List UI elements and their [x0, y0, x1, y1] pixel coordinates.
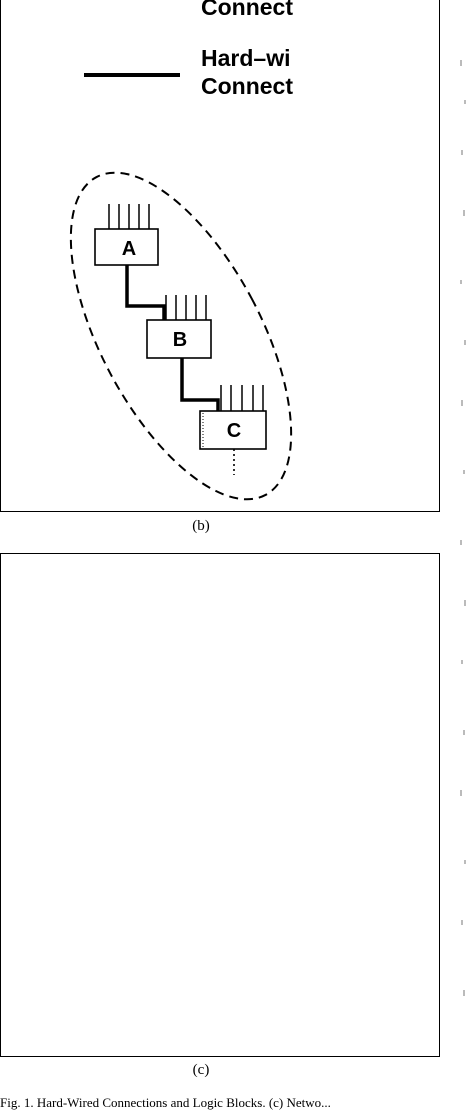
hard-wire-a-b: [125, 265, 166, 320]
legend-label: Connect: [201, 0, 293, 20]
figure-panel-b: Connect Hard–wi Connect A B: [0, 0, 440, 512]
logic-block-a: A: [94, 204, 159, 266]
block-label-b: B: [173, 329, 187, 351]
legend-label: Hard–wi: [201, 45, 291, 71]
logic-block-c: C: [199, 385, 267, 475]
legend-entry-top: Connect: [201, 0, 306, 25]
block-label-c: C: [227, 420, 241, 442]
figure-caption: Fig. 1. Hard-Wired Connections and Logic…: [0, 1095, 331, 1110]
cluster-outline: [69, 171, 293, 501]
block-label-a: A: [122, 238, 136, 260]
hard-wired-legend-swatch: [84, 73, 180, 77]
logic-block-diagram: A B C: [69, 171, 293, 501]
panel-c-caption: (c): [192, 1062, 210, 1078]
hard-wire-b-c: [180, 358, 220, 412]
panel-b-caption: (b): [192, 518, 210, 534]
legend-entry-hard-wired: Hard–wi Connect: [201, 44, 306, 100]
legend-label: Connect: [201, 73, 293, 99]
logic-block-b: B: [146, 295, 212, 359]
page-margin-noise: [460, 60, 466, 996]
figure-panel-c: [0, 553, 440, 1057]
